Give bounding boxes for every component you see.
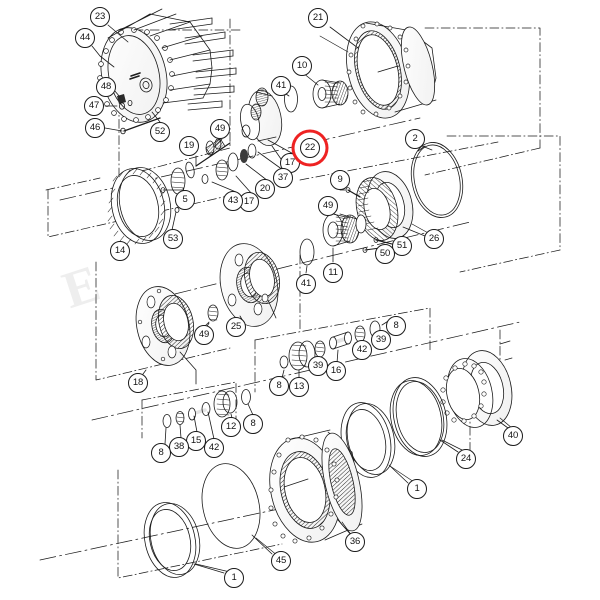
callout-50[interactable]: 50 bbox=[375, 244, 395, 264]
callout-44[interactable]: 44 bbox=[75, 28, 95, 48]
callout-49[interactable]: 49 bbox=[210, 119, 230, 139]
callout-21[interactable]: 21 bbox=[308, 8, 328, 28]
callout-46[interactable]: 46 bbox=[85, 118, 105, 138]
callout-15[interactable]: 15 bbox=[186, 431, 206, 451]
callout-2[interactable]: 2 bbox=[405, 129, 425, 149]
callout-26[interactable]: 26 bbox=[424, 229, 444, 249]
callout-40[interactable]: 40 bbox=[503, 426, 523, 446]
callout-48[interactable]: 48 bbox=[96, 77, 116, 97]
callout-45[interactable]: 45 bbox=[271, 551, 291, 571]
callout-49[interactable]: 49 bbox=[194, 325, 214, 345]
callout-49[interactable]: 49 bbox=[318, 196, 338, 216]
callout-53[interactable]: 53 bbox=[163, 229, 183, 249]
callout-1[interactable]: 1 bbox=[224, 568, 244, 588]
callout-8[interactable]: 8 bbox=[386, 316, 406, 336]
callout-22-highlighted[interactable]: 22 bbox=[300, 138, 320, 158]
callout-52[interactable]: 52 bbox=[150, 122, 170, 142]
callout-51[interactable]: 51 bbox=[392, 236, 412, 256]
callout-10[interactable]: 10 bbox=[292, 56, 312, 76]
callout-38[interactable]: 38 bbox=[169, 437, 189, 457]
callout-37[interactable]: 37 bbox=[273, 168, 293, 188]
callout-43[interactable]: 43 bbox=[223, 191, 243, 211]
callout-18[interactable]: 18 bbox=[128, 373, 148, 393]
callout-1[interactable]: 1 bbox=[407, 479, 427, 499]
callout-42[interactable]: 42 bbox=[204, 438, 224, 458]
callout-39[interactable]: 39 bbox=[308, 356, 328, 376]
callout-20[interactable]: 20 bbox=[255, 179, 275, 199]
callout-23[interactable]: 23 bbox=[90, 7, 110, 27]
callout-8[interactable]: 8 bbox=[243, 414, 263, 434]
callout-12[interactable]: 12 bbox=[221, 417, 241, 437]
callout-25[interactable]: 25 bbox=[226, 317, 246, 337]
callout-8[interactable]: 8 bbox=[151, 443, 171, 463]
callout-39[interactable]: 39 bbox=[371, 330, 391, 350]
callout-41[interactable]: 41 bbox=[296, 274, 316, 294]
callout-47[interactable]: 47 bbox=[84, 96, 104, 116]
callout-11[interactable]: 11 bbox=[323, 263, 343, 283]
callout-5[interactable]: 5 bbox=[175, 190, 195, 210]
callout-42[interactable]: 42 bbox=[352, 340, 372, 360]
callout-16[interactable]: 16 bbox=[326, 361, 346, 381]
callout-14[interactable]: 14 bbox=[110, 241, 130, 261]
callout-36[interactable]: 36 bbox=[345, 532, 365, 552]
callout-13[interactable]: 13 bbox=[289, 377, 309, 397]
callout-8[interactable]: 8 bbox=[269, 376, 289, 396]
callout-41[interactable]: 41 bbox=[271, 76, 291, 96]
callout-19[interactable]: 19 bbox=[179, 136, 199, 156]
callout-24[interactable]: 24 bbox=[456, 449, 476, 469]
callout-9[interactable]: 9 bbox=[330, 170, 350, 190]
